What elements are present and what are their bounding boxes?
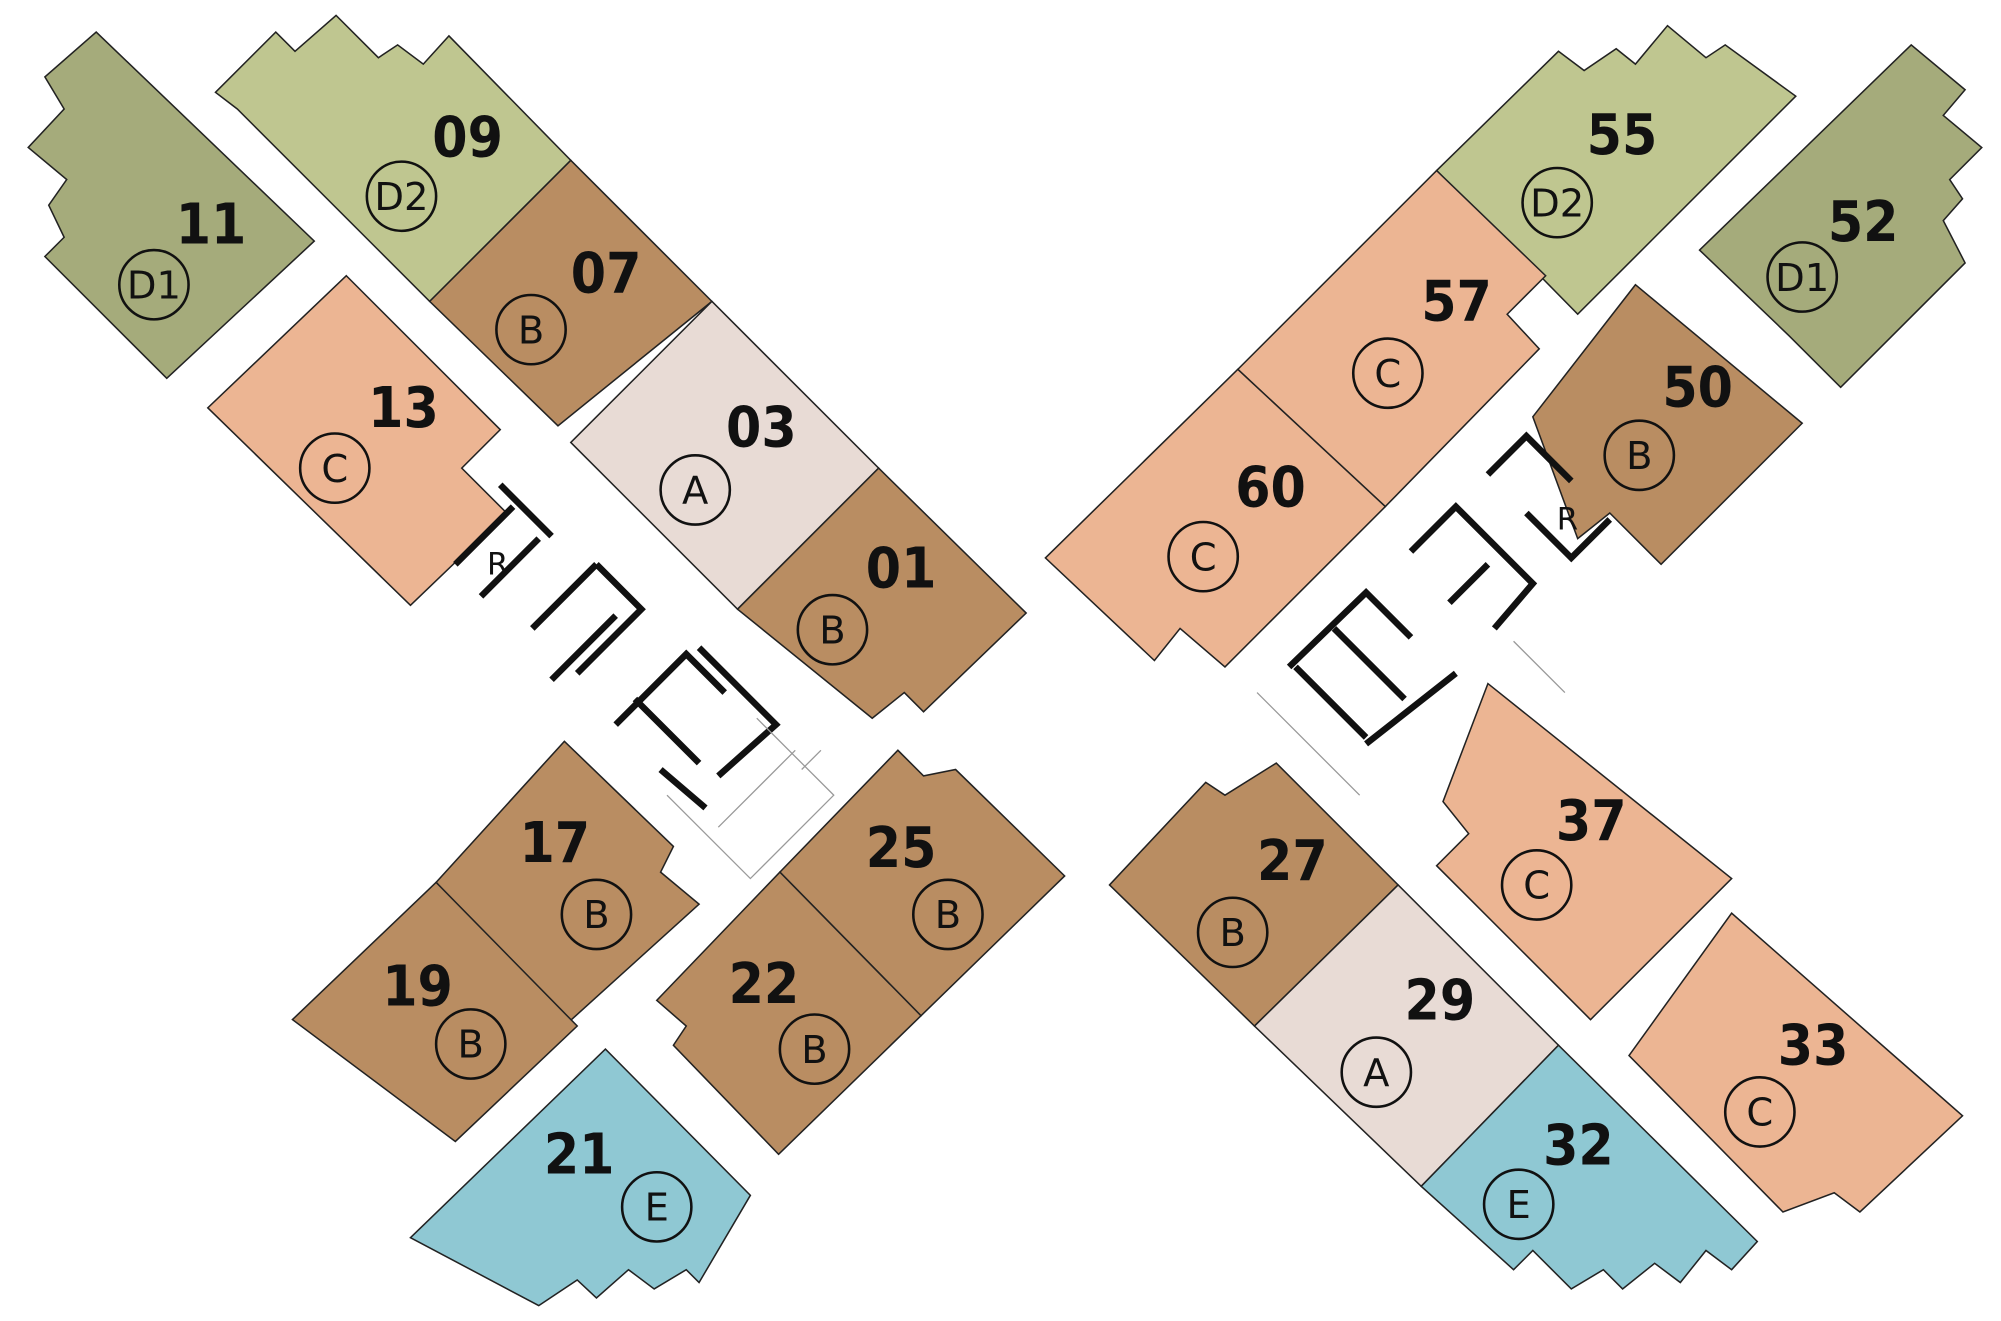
unit-type-badge	[1723, 1076, 1796, 1148]
unit-type-badge	[434, 1008, 507, 1080]
unit-number: 57	[1421, 270, 1492, 335]
unit-number: 52	[1828, 190, 1899, 255]
unit-shape[interactable]	[291, 881, 579, 1143]
unit-type-label: C	[321, 447, 348, 492]
unit-type-label: B	[1219, 911, 1245, 956]
unit-number: 29	[1405, 969, 1476, 1034]
unit-type-badge	[620, 1170, 693, 1243]
unit-type-label: B	[583, 893, 609, 938]
unit-22[interactable]: 22B	[655, 871, 923, 1156]
unit-shape[interactable]	[1531, 283, 1804, 566]
unit-type-badge	[365, 160, 438, 233]
unit-number: 25	[866, 816, 937, 881]
unit-shape[interactable]	[1435, 682, 1733, 1021]
unit-type-label: C	[1746, 1091, 1773, 1136]
unit-32[interactable]: 32E	[1420, 1044, 1759, 1290]
unit-shape[interactable]	[214, 14, 572, 303]
unit-number: 09	[432, 105, 503, 170]
unit-type-label: B	[819, 609, 845, 654]
unit-type-badge	[1196, 896, 1269, 969]
unit-50[interactable]: 50B	[1531, 283, 1804, 566]
unit-21[interactable]: 21E	[409, 1048, 752, 1307]
unit-shape[interactable]	[1435, 24, 1797, 316]
unit-number: 03	[726, 395, 797, 460]
unit-57[interactable]: 57C	[1236, 169, 1547, 508]
unit-type-badge	[1167, 520, 1240, 593]
unit-shape[interactable]	[1044, 368, 1387, 668]
unit-type-label: D1	[1775, 256, 1829, 301]
right-core: R	[1256, 431, 1613, 796]
unit-number: 21	[544, 1123, 615, 1188]
unit-type-label: D2	[1530, 181, 1584, 226]
unit-number: 27	[1257, 829, 1328, 894]
unit-60[interactable]: 60C	[1044, 368, 1387, 668]
unit-type-badge	[1603, 419, 1676, 492]
unit-shape[interactable]	[1698, 43, 1983, 389]
unit-number: 13	[368, 376, 439, 441]
unit-03[interactable]: 03A	[569, 300, 880, 611]
unit-type-badge	[1521, 166, 1594, 239]
unit-25[interactable]: 25B	[778, 749, 1066, 1017]
unit-01[interactable]: 01B	[736, 467, 1028, 720]
unit-shape[interactable]	[655, 871, 923, 1156]
refuse-room-label: R	[1557, 501, 1578, 537]
unit-type-label: E	[1507, 1183, 1531, 1228]
unit-type-badge	[1340, 1036, 1413, 1109]
unit-type-label: D2	[374, 175, 428, 220]
unit-type-label: A	[682, 469, 708, 514]
unit-27[interactable]: 27B	[1108, 762, 1400, 1028]
unit-number: 55	[1587, 103, 1658, 168]
unit-number: 19	[382, 955, 453, 1020]
unit-type-badge	[1766, 241, 1839, 313]
unit-type-badge	[1351, 337, 1424, 410]
unit-number: 33	[1778, 1013, 1849, 1078]
unit-type-badge	[911, 878, 984, 951]
left-core: R	[453, 482, 835, 880]
unit-number: 32	[1543, 1114, 1614, 1179]
unit-33[interactable]: 33C	[1628, 912, 1964, 1213]
unit-type-label: A	[1363, 1051, 1389, 1096]
unit-type-label: B	[1626, 434, 1652, 479]
unit-type-badge	[560, 878, 633, 951]
unit-type-label: B	[518, 308, 544, 353]
unit-number: 17	[519, 811, 590, 876]
unit-number: 11	[176, 193, 247, 258]
unit-number: 37	[1556, 789, 1627, 854]
unit-type-badge	[659, 454, 732, 526]
unit-type-label: B	[801, 1028, 827, 1073]
unit-type-badge	[1500, 849, 1573, 921]
unit-13[interactable]: 13C	[206, 274, 508, 607]
unit-type-label: C	[1523, 864, 1550, 909]
unit-type-badge	[1482, 1168, 1555, 1241]
unit-type-badge	[118, 248, 190, 321]
unit-19[interactable]: 19B	[291, 881, 579, 1143]
unit-number: 50	[1662, 356, 1733, 421]
unit-number: 22	[729, 952, 800, 1017]
unit-37[interactable]: 37C	[1435, 682, 1733, 1021]
unit-type-label: B	[935, 893, 961, 938]
unit-type-label: D1	[127, 264, 181, 309]
unit-shape[interactable]	[1420, 1044, 1759, 1290]
unit-29[interactable]: 29A	[1253, 883, 1560, 1188]
unit-number: 60	[1235, 456, 1306, 521]
unit-type-label: C	[1190, 535, 1217, 580]
unit-number: 01	[866, 536, 937, 601]
refuse-room-label: R	[487, 546, 508, 582]
unit-type-badge	[495, 293, 567, 366]
unit-type-badge	[796, 593, 869, 666]
unit-shape[interactable]	[1628, 912, 1964, 1213]
unit-shape[interactable]	[27, 31, 316, 380]
unit-type-badge	[298, 432, 371, 505]
unit-type-label: C	[1374, 352, 1401, 397]
unit-number: 07	[571, 241, 642, 306]
unit-type-label: E	[645, 1186, 669, 1231]
unit-07[interactable]: 07B	[428, 159, 714, 427]
unit-type-badge	[778, 1013, 851, 1086]
unit-type-label: B	[458, 1023, 484, 1068]
